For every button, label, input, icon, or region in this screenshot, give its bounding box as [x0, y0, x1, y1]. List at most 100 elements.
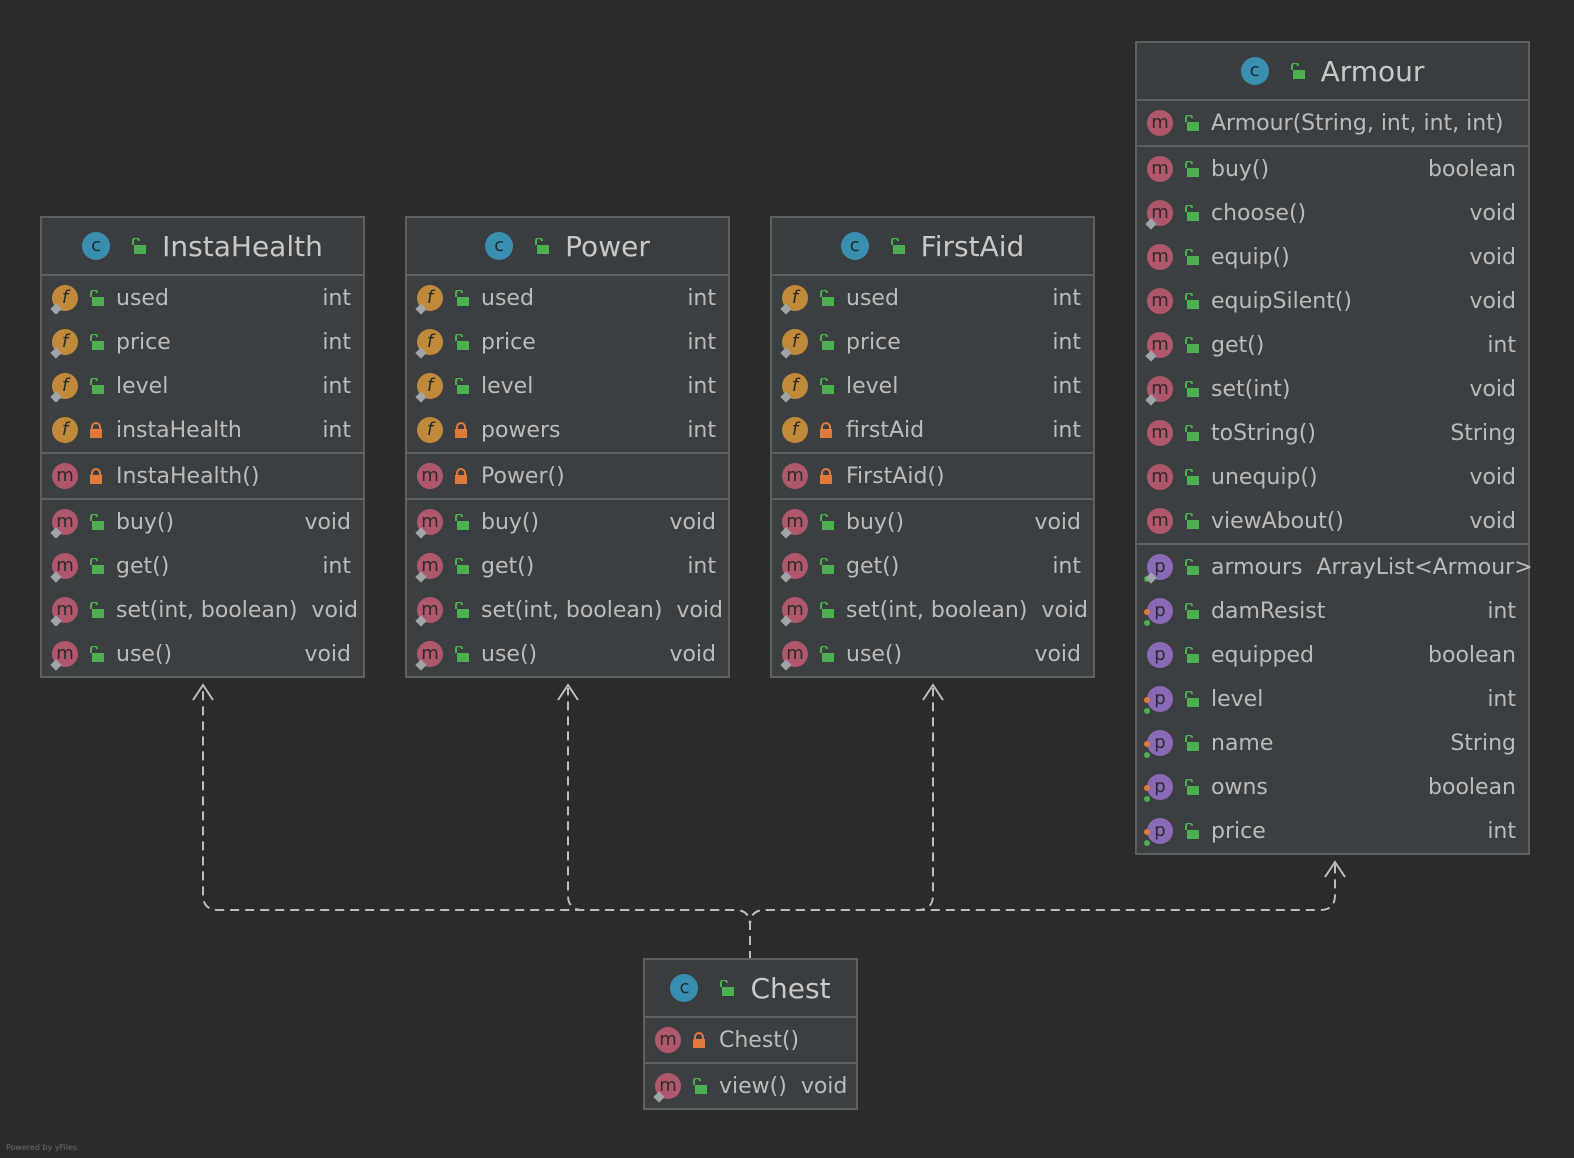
member-type: int: [322, 285, 351, 311]
public-unlock-icon: [1185, 469, 1199, 485]
override-marker-icon: [50, 303, 62, 315]
property-icon: p: [1144, 686, 1173, 714]
method-icon: m: [1147, 464, 1173, 490]
member-type: void: [1469, 288, 1516, 314]
member-type: int: [322, 553, 351, 579]
public-unlock-icon: [1185, 381, 1199, 397]
public-unlock-icon: [455, 514, 469, 530]
override-marker-icon: [1145, 350, 1157, 362]
field-icon: f: [780, 329, 808, 359]
member-name: FirstAid(): [846, 463, 945, 489]
method-icon: m: [417, 463, 443, 489]
member-type: void: [1469, 244, 1516, 270]
member-name: owns: [1211, 774, 1268, 800]
override-marker-icon: [780, 303, 792, 315]
member-name: instaHealth: [116, 417, 242, 443]
field-icon: f: [50, 285, 78, 315]
member-name: choose(): [1211, 200, 1307, 226]
class-name: Armour: [1320, 54, 1425, 88]
member-type: void: [669, 509, 716, 535]
public-unlock-icon: [132, 238, 147, 254]
method-icon: m: [1145, 332, 1173, 362]
property-icon: p: [1144, 730, 1173, 758]
member-name: price: [1211, 818, 1266, 844]
member-name: used: [481, 285, 534, 311]
member-type: int: [687, 329, 716, 355]
member-name: level: [846, 373, 899, 399]
accessor-dot-icon: [1144, 752, 1150, 758]
class-name: FirstAid: [920, 229, 1025, 263]
public-unlock-icon: [1185, 115, 1199, 131]
override-marker-icon: [780, 659, 792, 671]
member-type: int: [1487, 598, 1516, 624]
public-unlock-icon: [890, 238, 905, 254]
arrowhead-instahealth: [192, 683, 214, 701]
member-name: level: [1211, 686, 1264, 712]
method-icon: m: [1147, 110, 1173, 136]
arrowhead-armour: [1324, 860, 1346, 878]
member-name: equip(): [1211, 244, 1290, 270]
public-unlock-icon: [90, 334, 104, 350]
override-marker-icon: [50, 347, 62, 359]
member-type: void: [1034, 509, 1081, 535]
arrowhead-firstaid: [922, 683, 944, 701]
member-type: ArrayList<Armour>: [1316, 554, 1533, 580]
method-icon: m: [780, 509, 808, 539]
